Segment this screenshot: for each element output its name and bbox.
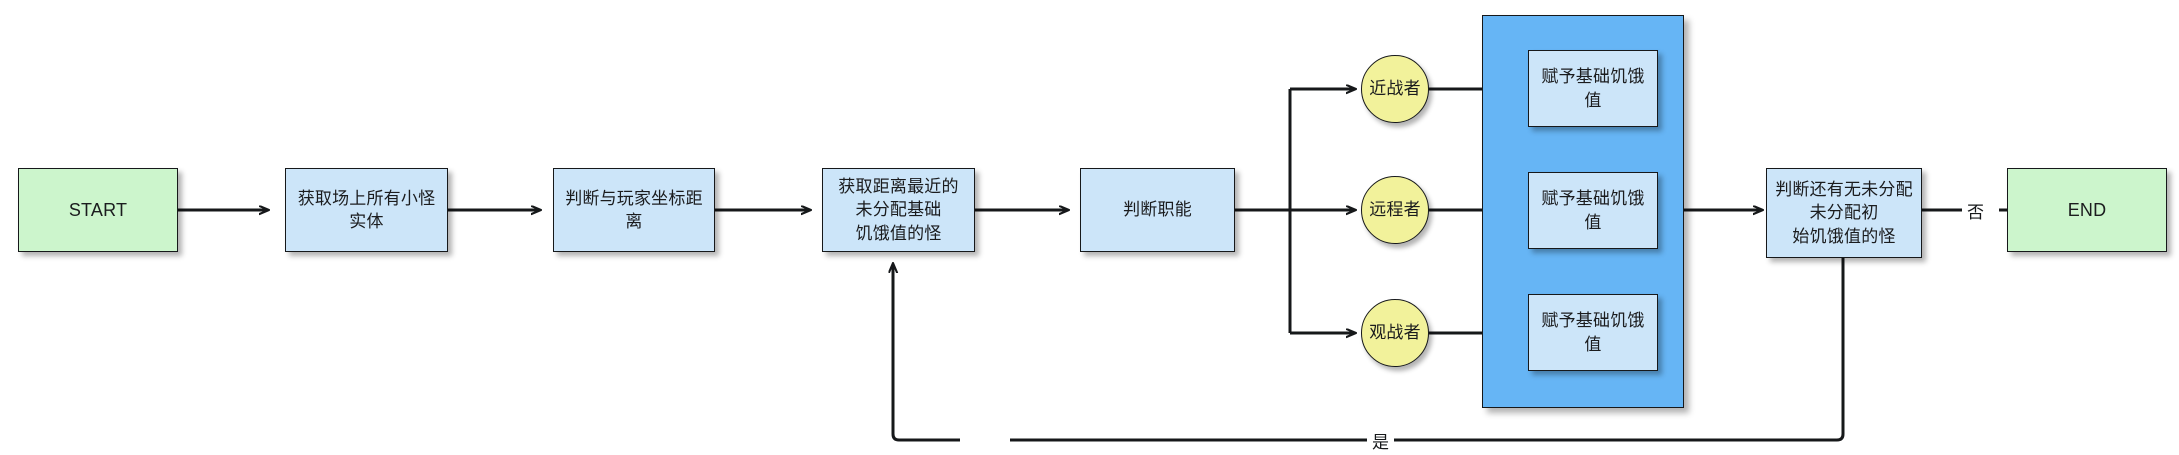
node-role-ranged[interactable]: 远程者 <box>1361 176 1429 244</box>
node-check-role[interactable]: 判断职能 <box>1080 168 1235 252</box>
node-assign-watcher-label: 赋予基础饥饿值 <box>1541 311 1645 354</box>
node-calc-distance-label: 判断与玩家坐标距离 <box>565 188 703 231</box>
node-role-melee-label: 近战者 <box>1369 79 1421 99</box>
edge-loop-up <box>893 264 960 442</box>
node-nearest-mob-label: 获取距离最近的未分配基础 饥饿值的怪 <box>838 176 959 243</box>
node-start[interactable]: START <box>18 168 178 252</box>
node-check-role-label: 判断职能 <box>1123 200 1192 220</box>
edge-label-no: 否 <box>1962 198 1989 223</box>
node-role-watcher[interactable]: 观战者 <box>1361 299 1429 367</box>
node-role-melee[interactable]: 近战者 <box>1361 55 1429 123</box>
node-assign-watcher[interactable]: 赋予基础饥饿值 <box>1528 294 1658 371</box>
node-role-watcher-label: 观战者 <box>1369 323 1421 343</box>
node-fetch-mobs-label: 获取场上所有小怪实体 <box>297 188 436 231</box>
node-calc-distance[interactable]: 判断与玩家坐标距离 <box>553 168 715 252</box>
node-role-ranged-label: 远程者 <box>1369 200 1421 220</box>
node-end-label: END <box>2067 199 2107 220</box>
node-assign-melee-label: 赋予基础饥饿值 <box>1541 67 1645 110</box>
node-start-label: START <box>68 199 128 220</box>
node-fetch-mobs[interactable]: 获取场上所有小怪实体 <box>285 168 448 252</box>
node-assign-ranged-label: 赋予基础饥饿值 <box>1541 189 1645 232</box>
node-check-remaining[interactable]: 判断还有无未分配未分配初 始饥饿值的怪 <box>1766 168 1922 258</box>
node-check-remaining-label: 判断还有无未分配未分配初 始饥饿值的怪 <box>1775 179 1913 246</box>
node-assign-ranged[interactable]: 赋予基础饥饿值 <box>1528 172 1658 249</box>
node-nearest-mob[interactable]: 获取距离最近的未分配基础 饥饿值的怪 <box>822 168 975 252</box>
edge-loop-right <box>1010 258 1845 442</box>
node-end[interactable]: END <box>2007 168 2167 252</box>
node-assign-melee[interactable]: 赋予基础饥饿值 <box>1528 50 1658 127</box>
edge-label-yes: 是 <box>1367 428 1394 453</box>
